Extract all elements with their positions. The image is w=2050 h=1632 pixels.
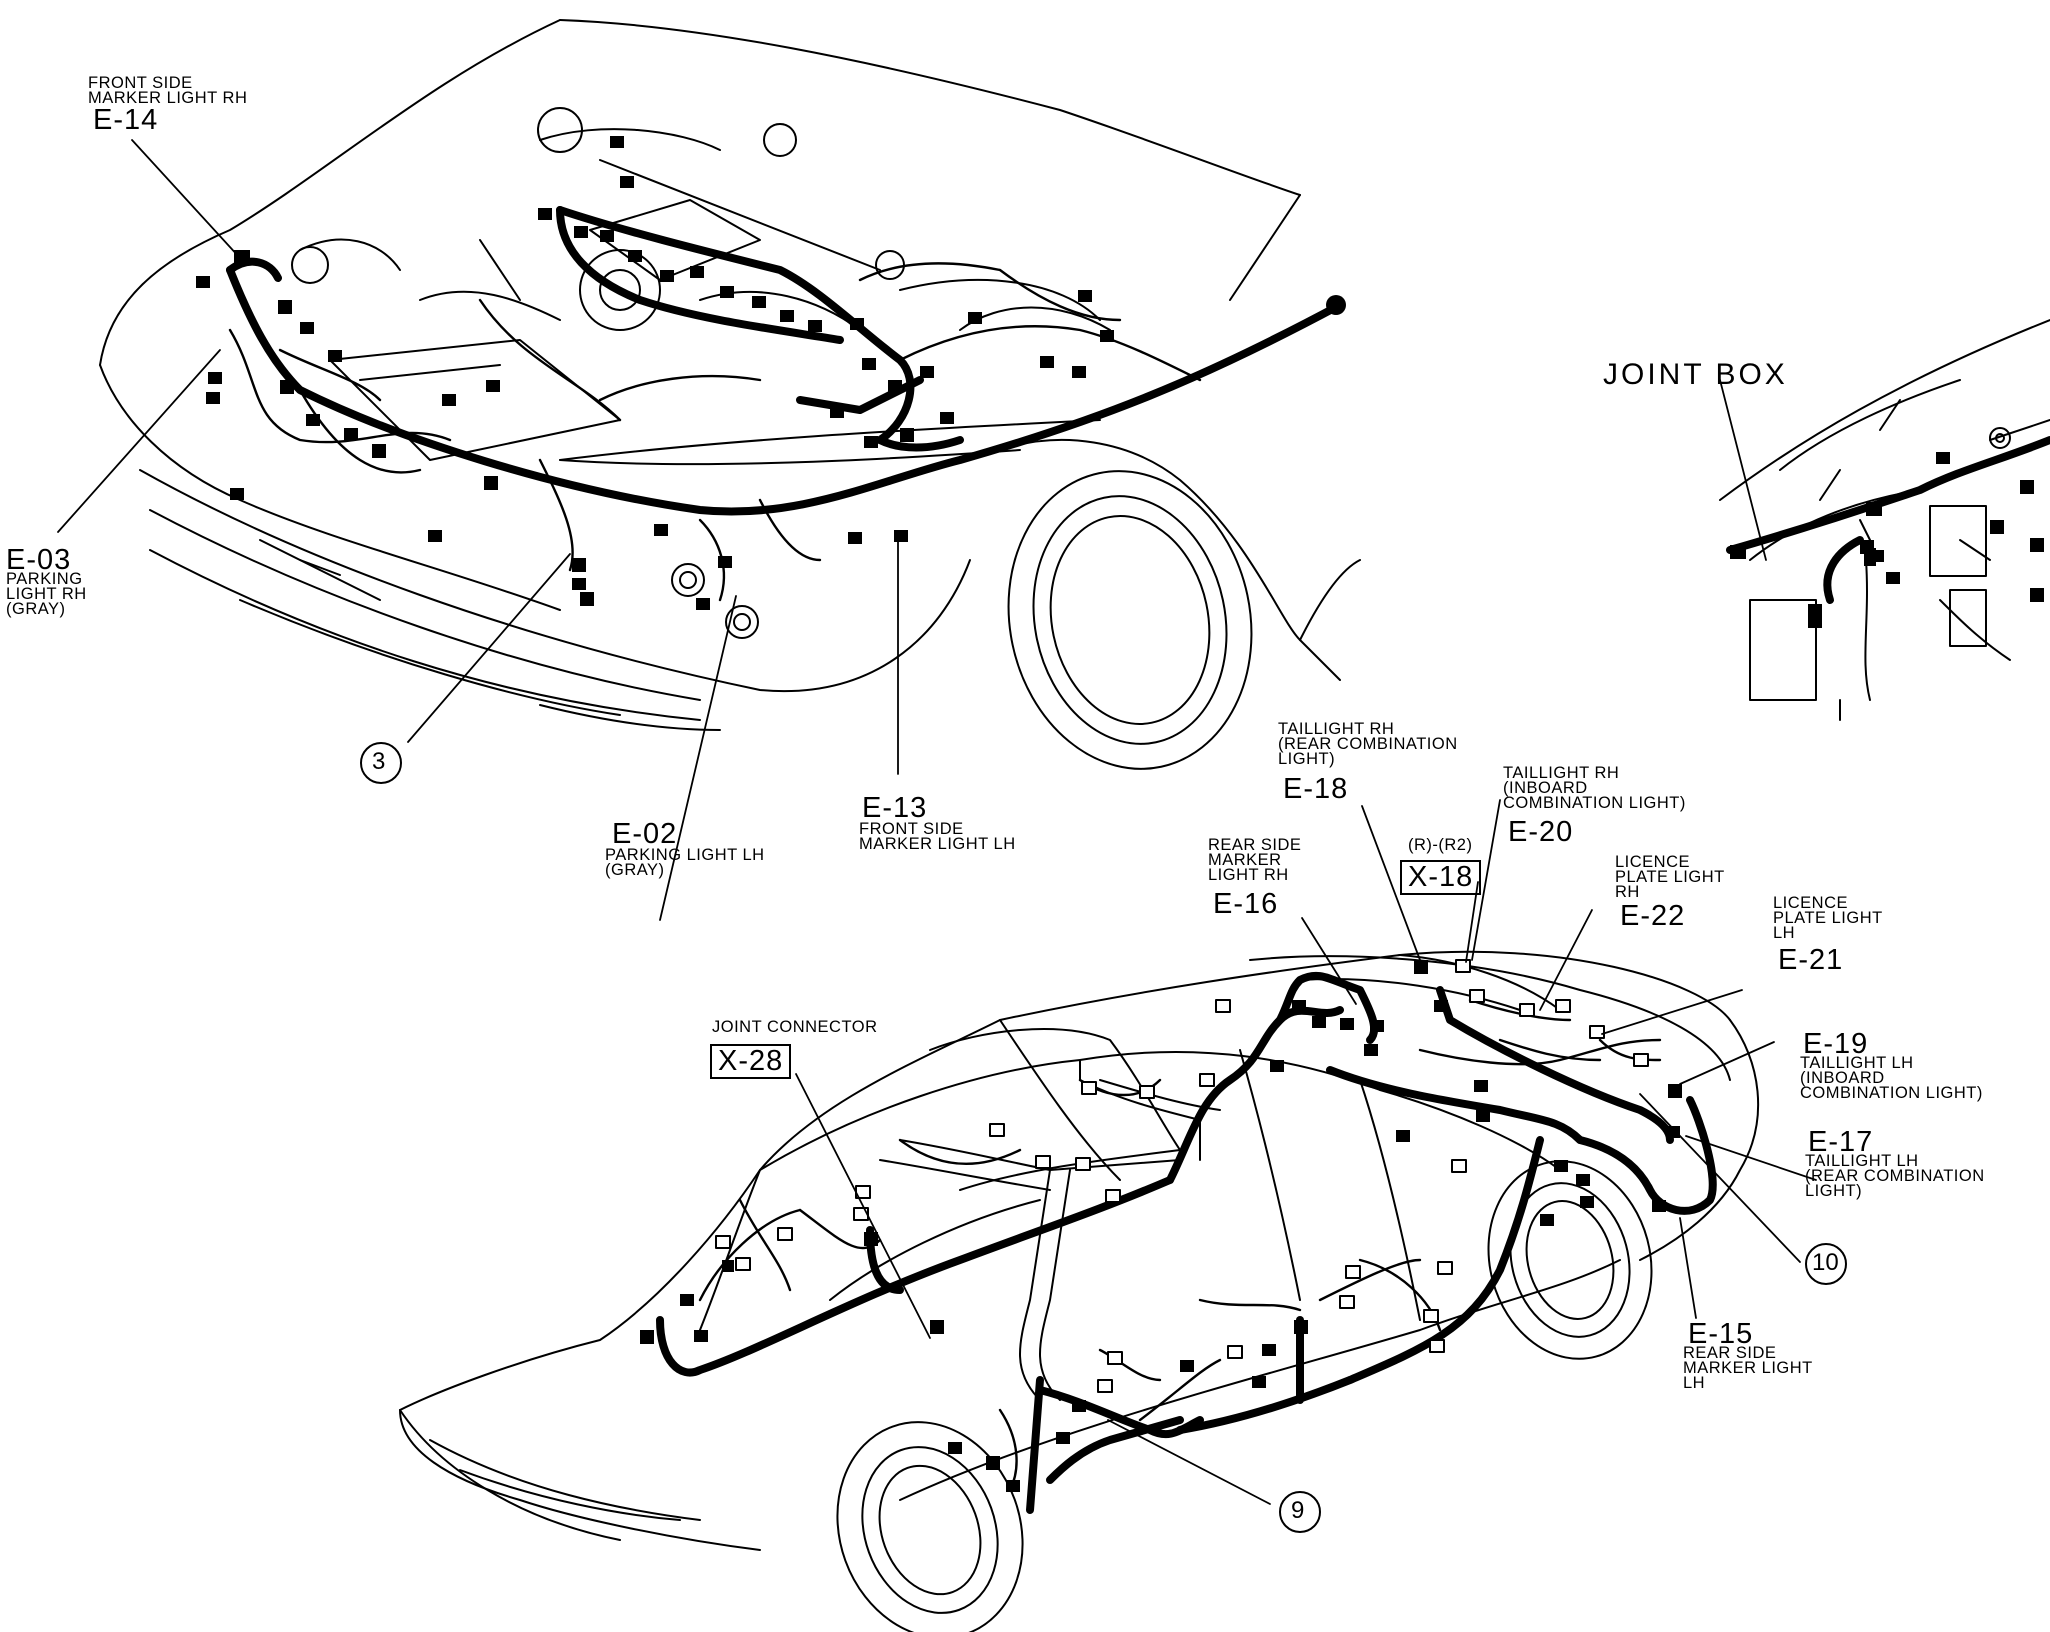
callout-10: 10 [1812,1249,1839,1276]
label-e02-code: E-02 [612,818,678,850]
front-main-harness [226,206,1344,516]
rear-open-connectors [715,959,1649,1393]
label-e13-code: E-13 [862,792,928,824]
label-e18-code: E-18 [1283,773,1349,805]
callout-circles [360,742,1847,1533]
front-car-outline [99,19,1361,770]
joint-box-harness [1726,436,2050,604]
joint-box-connectors [1730,452,2044,628]
label-e16-code: E-16 [1213,888,1279,920]
rear-main-harness [656,971,1717,1514]
label-x28-desc: JOINT CONNECTOR [712,1018,878,1036]
front-thin-wires [228,262,1202,602]
joint-box-label: JOINT BOX [1603,358,1788,391]
label-e22-code: E-22 [1620,900,1686,932]
label-e21-code: E-21 [1778,944,1844,976]
callout-9: 9 [1291,1497,1305,1524]
label-e17-code: E-17 [1808,1126,1874,1158]
rear-car-outline [399,950,1760,1632]
label-e20-code: E-20 [1508,816,1574,848]
label-e15-code: E-15 [1688,1318,1754,1350]
rear-connectors [640,960,1682,1492]
label-x18-code: X-18 [1400,860,1482,895]
label-e14-code: E-14 [93,104,159,136]
label-x28-code: X-28 [710,1044,792,1079]
leader-lines [57,139,1817,1505]
joint-box-inset [1719,319,2050,721]
front-connectors [196,136,1346,610]
label-e19-code: E-19 [1803,1028,1869,1060]
label-e03-code: E-03 [6,544,72,576]
label-x18-note: (R)-(R2) [1408,836,1473,854]
callout-3: 3 [372,748,386,775]
label-e02-desc: PARKING LIGHT LH(GRAY) [605,846,765,879]
